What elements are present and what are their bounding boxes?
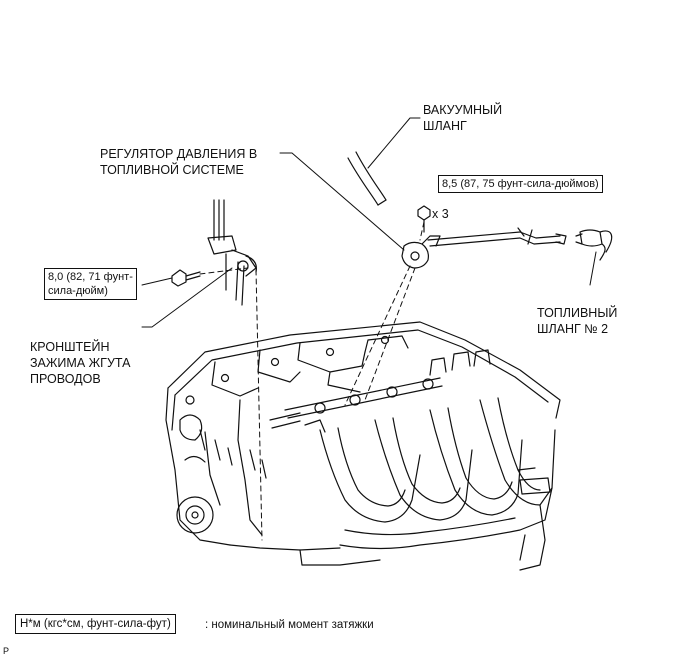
regulator-label: РЕГУЛЯТОР ДАВЛЕНИЯ В ТОПЛИВНОЙ СИСТЕМЕ [100, 146, 257, 178]
bracket-bolt [171, 269, 201, 287]
vacuum-hose-label-line2: ШЛАНГ [423, 119, 467, 133]
fuel-hose-label: ТОПЛИВНЫЙ ШЛАНГ № 2 [537, 305, 617, 337]
bracket-label-line1: КРОНШТЕЙН [30, 340, 110, 354]
regulator-torque-box: 8,5 (87, 75 фунт-сила-дюймов) [438, 175, 603, 193]
bracket-torque-box: 8,0 (82, 71 фунт- сила-дюйм) [44, 268, 137, 300]
regulator-torque-text: 8,5 (87, 75 фунт-сила-дюймов) [442, 178, 599, 190]
vacuum-hose-label: ВАКУУМНЫЙ ШЛАНГ [423, 102, 502, 134]
bracket-torque-line1: 8,0 (82, 71 фунт- [48, 271, 133, 283]
corner-mark: P [3, 646, 10, 656]
leader-lines [141, 117, 597, 328]
torque-legend-description: : номинальный момент затяжки [205, 619, 374, 631]
harness-bracket [207, 199, 257, 306]
pressure-regulator [347, 151, 613, 269]
bolt-quantity: x 3 [432, 207, 449, 221]
regulator-bolt [417, 205, 431, 233]
bracket-label-line2: ЗАЖИМА ЖГУТА [30, 356, 131, 370]
fuel-hose-label-line1: ТОПЛИВНЫЙ [537, 306, 618, 320]
regulator-label-line2: ТОПЛИВНОЙ СИСТЕМЕ [100, 163, 244, 177]
torque-legend-key: Н*м (кгс*см, фунт-сила-фут) [15, 614, 176, 634]
fuel-hose-label-line2: ШЛАНГ № 2 [537, 322, 609, 336]
regulator-label-line1: РЕГУЛЯТОР ДАВЛЕНИЯ В [100, 147, 258, 161]
bracket-label: КРОНШТЕЙН ЗАЖИМА ЖГУТА ПРОВОДОВ [30, 339, 130, 387]
bracket-label-line3: ПРОВОДОВ [30, 372, 101, 386]
engine-block [165, 321, 561, 571]
bracket-torque-line2: сила-дюйм) [48, 285, 108, 297]
projection-lines [199, 221, 425, 541]
vacuum-hose-label-line1: ВАКУУМНЫЙ [423, 103, 503, 117]
